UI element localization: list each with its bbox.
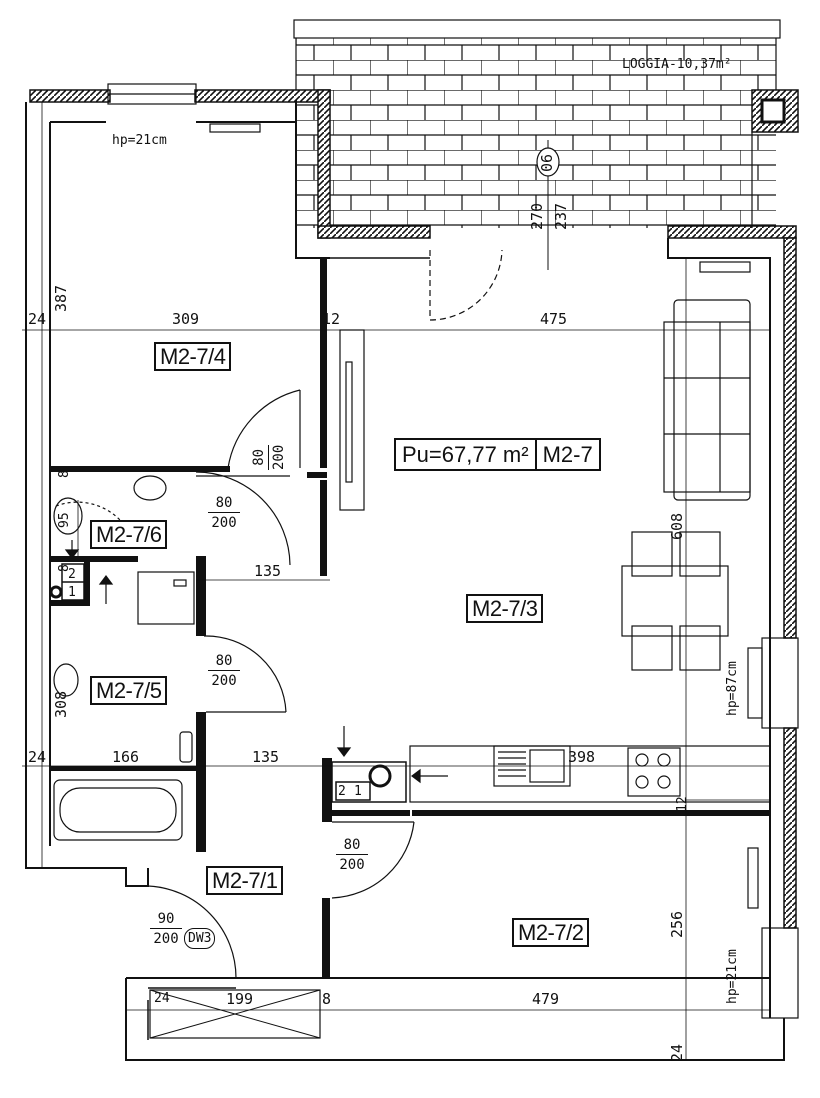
- loggia: [293, 19, 781, 270]
- door-room4: 80 200: [251, 444, 287, 470]
- door-bath5-height: 200: [211, 673, 237, 689]
- door-bath6: 80 200: [208, 496, 240, 530]
- door-bath6-height: 200: [211, 515, 237, 531]
- door-bath5-width: 80: [208, 654, 240, 671]
- room-label-m2-7-6: M2-7/6: [90, 520, 168, 549]
- dim-387: 387: [52, 284, 70, 312]
- apartment-area-box: Pu=67,77 m² M2-7: [394, 438, 601, 471]
- door-room4-width: 80: [251, 444, 269, 470]
- window-height-right-upper: hp=87cm: [725, 661, 740, 716]
- exterior-walls: [29, 89, 799, 929]
- apartment-code: M2-7: [534, 440, 599, 469]
- dim-308: 308: [52, 690, 70, 718]
- shaft1-num-2: 2: [68, 567, 76, 582]
- dim-95: 95: [57, 512, 72, 528]
- dim-24-bottom-left: 24: [154, 991, 170, 1006]
- dim-398: 398: [568, 748, 596, 766]
- door-bath6-width: 80: [208, 496, 240, 513]
- dim-24-bottom-right: 24: [668, 1043, 686, 1062]
- door-entry: 90 200: [150, 912, 182, 946]
- apartment-area: Pu=67,77 m²: [402, 442, 529, 467]
- dim-135-upper: 135: [254, 562, 282, 580]
- dim-256: 256: [668, 910, 686, 938]
- door-room4-height: 200: [271, 444, 287, 470]
- window-height-right-lower: hp=21cm: [725, 949, 740, 1004]
- dim-24-top: 24: [28, 310, 47, 328]
- shafts: [49, 563, 407, 803]
- furniture: [53, 299, 771, 841]
- walls: [25, 100, 785, 1061]
- dim-309: 309: [172, 310, 200, 328]
- door-entry-width: 90: [150, 912, 182, 929]
- room-label-m2-7-3: M2-7/3: [466, 594, 544, 623]
- door-hall-height: 200: [339, 857, 365, 873]
- dim-24-mid: 24: [28, 748, 47, 766]
- dim-166: 166: [112, 748, 140, 766]
- arrow-icons: [64, 540, 448, 784]
- room-label-m2-7-2: M2-7/2: [512, 918, 590, 947]
- door-entry-height: 200: [153, 931, 179, 947]
- loggia-label: LOGGIA-10,37m²: [622, 57, 732, 72]
- window-height-top: hp=21cm: [112, 133, 167, 148]
- door-hall-width: 80: [336, 838, 368, 855]
- room-label-m2-7-5: M2-7/5: [90, 676, 168, 705]
- shaft2-num-1: 1: [354, 784, 362, 799]
- dim-135-lower: 135: [252, 748, 280, 766]
- dim-12-kitchen: 12: [675, 796, 690, 812]
- shaft2-num-2: 2: [338, 784, 346, 799]
- loggia-code: 06: [538, 153, 556, 172]
- room-label-m2-7-4: M2-7/4: [154, 342, 232, 371]
- dim-475: 475: [540, 310, 568, 328]
- dim-12-top: 12: [322, 310, 341, 328]
- dim-199: 199: [226, 990, 254, 1008]
- door-swings: [147, 249, 503, 979]
- door-entry-tag: DW3: [184, 928, 216, 949]
- loggia-dim-270: 270: [528, 202, 546, 230]
- dim-8-mid: 8: [196, 748, 206, 766]
- door-bath5: 80 200: [208, 654, 240, 688]
- door-hall: 80 200: [336, 838, 368, 872]
- dim-8-bath6: 8: [57, 470, 72, 478]
- room-label-m2-7-1: M2-7/1: [206, 866, 284, 895]
- dimension-lines: [22, 102, 770, 1060]
- dim-608: 608: [668, 512, 686, 540]
- partitions: [50, 258, 770, 978]
- loggia-dim-237: 237: [552, 202, 570, 230]
- dim-479: 479: [532, 990, 560, 1008]
- shaft1-num-1: 1: [68, 585, 76, 600]
- dim-8-bottom: 8: [322, 990, 332, 1008]
